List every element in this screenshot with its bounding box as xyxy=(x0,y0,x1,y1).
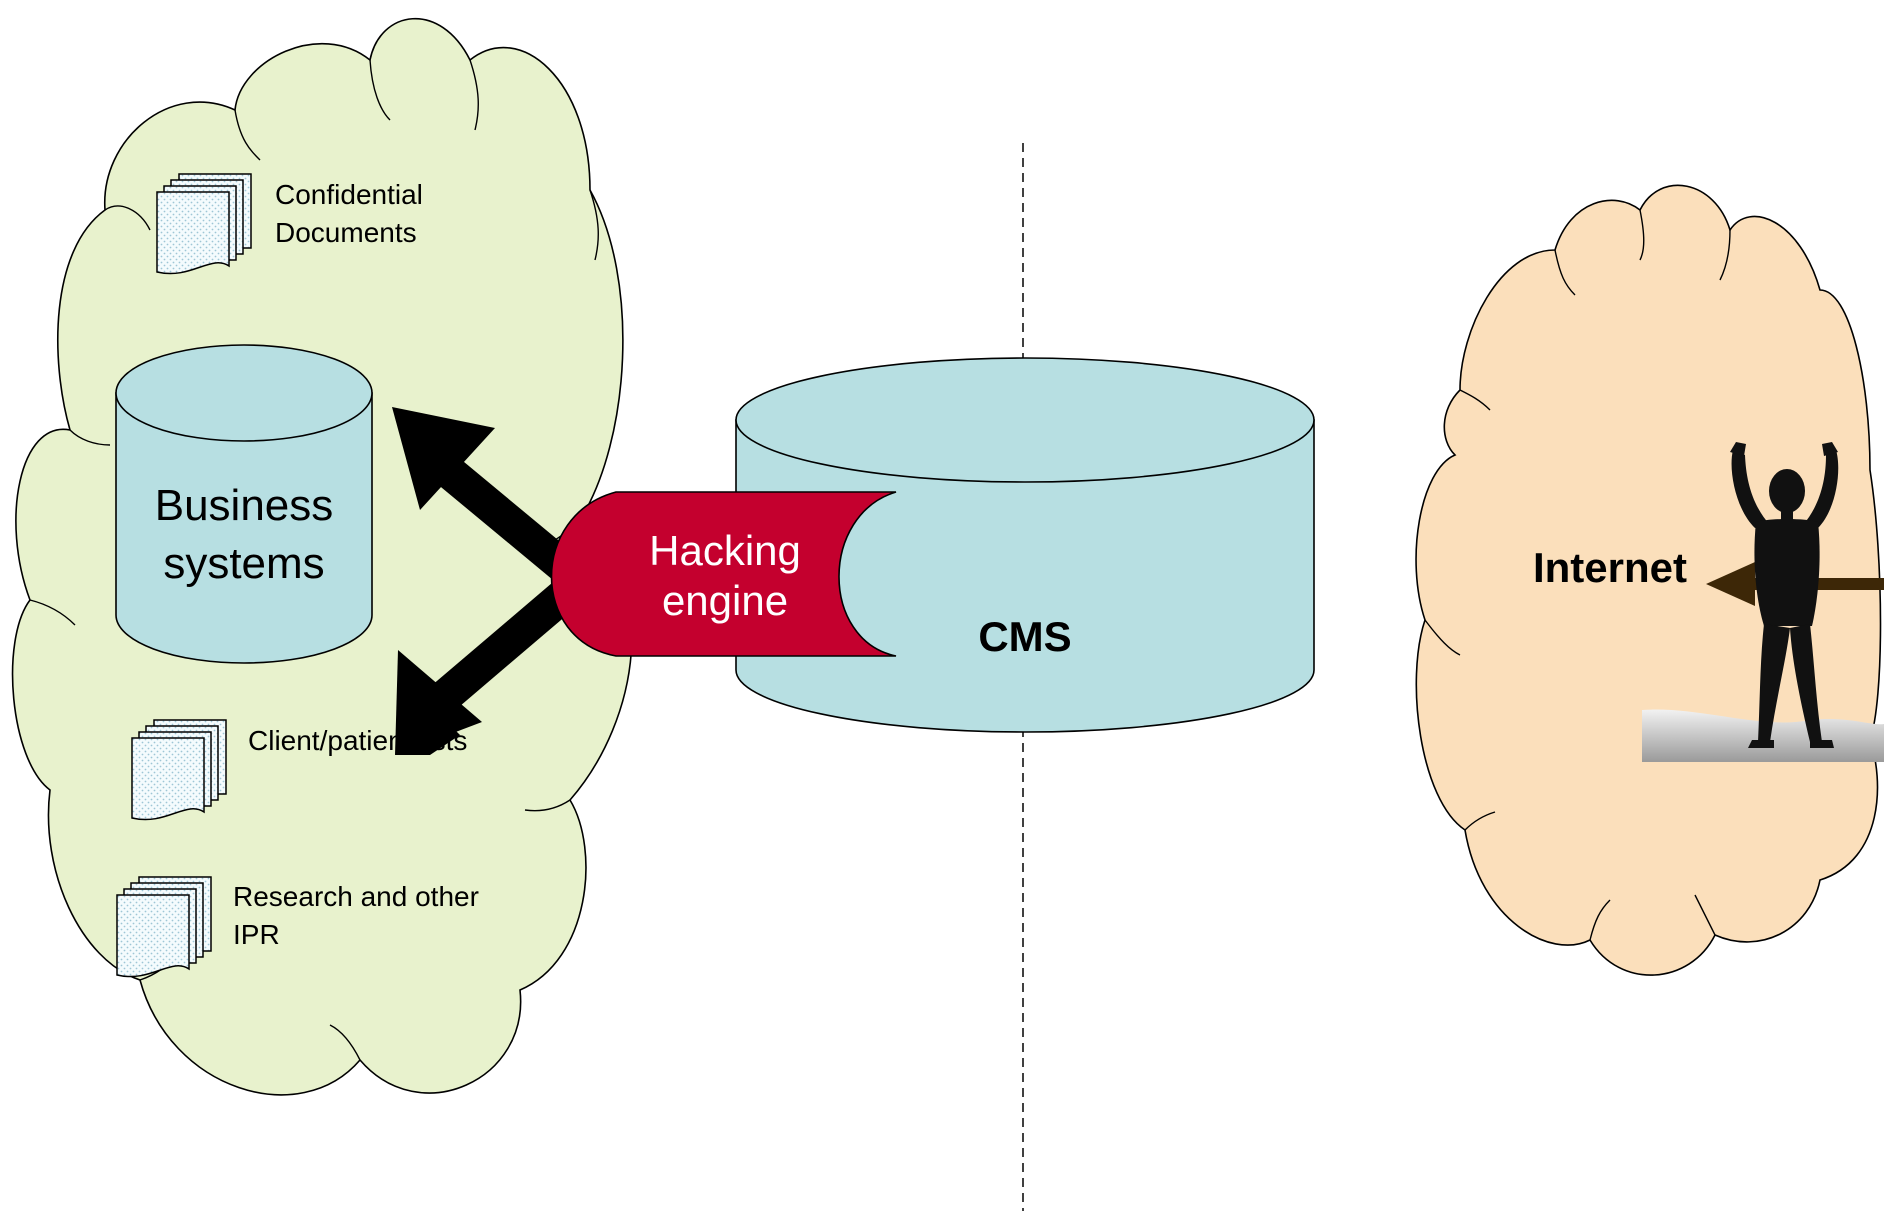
hacker-figure-icon xyxy=(1642,442,1884,762)
hacking-engine: Hacking engine xyxy=(550,491,897,657)
internet-cloud: Internet xyxy=(1415,184,1882,976)
hacking-engine-label-line2: engine xyxy=(662,577,788,624)
confidential-documents-label-line2: Documents xyxy=(275,217,417,248)
attack-arrow-up xyxy=(392,407,581,586)
research-ipr-label-line1: Research and other xyxy=(233,881,479,912)
business-systems-label-line2: systems xyxy=(163,539,324,588)
hacking-engine-label-line1: Hacking xyxy=(649,527,801,574)
attack-arrow-down-tip-overlay xyxy=(395,715,460,755)
attack-arrow-down xyxy=(395,577,582,755)
internet-label: Internet xyxy=(1533,544,1687,591)
confidential-documents-label-line1: Confidential xyxy=(275,179,423,210)
research-ipr-label-line2: IPR xyxy=(233,919,280,950)
business-systems-database: Business systems xyxy=(115,344,373,664)
business-systems-label-line1: Business xyxy=(155,481,334,530)
cms-label: CMS xyxy=(978,613,1071,660)
